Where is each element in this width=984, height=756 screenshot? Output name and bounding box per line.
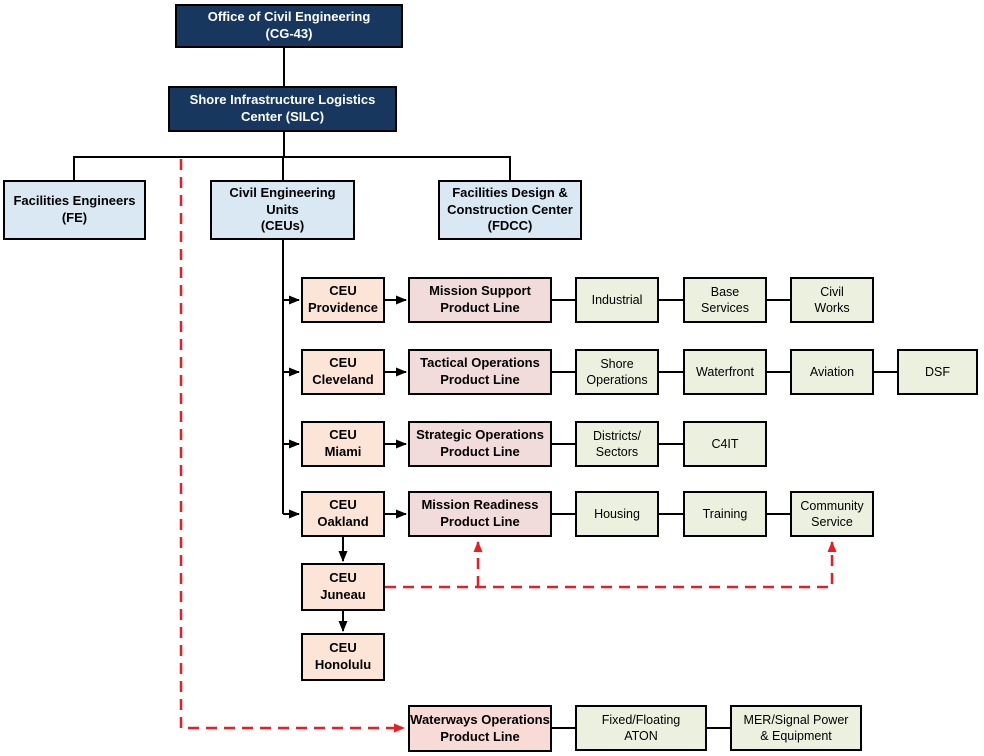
node-aviation: Aviation <box>790 349 874 395</box>
node-ceu-cleveland: CEU Cleveland <box>301 349 385 395</box>
node-facilities-engineers: Facilities Engineers (FE) <box>3 180 146 240</box>
node-mission-support-product-line: Mission Support Product Line <box>408 277 552 323</box>
node-strategic-operations-product-line: Strategic Operations Product Line <box>408 421 552 467</box>
node-waterways-operations-product-line: Waterways Operations Product Line <box>408 705 552 752</box>
node-fixed-floating-aton: Fixed/Floating ATON <box>575 705 707 751</box>
node-base-services: Base Services <box>683 277 767 323</box>
node-community-service: Community Service <box>790 491 874 537</box>
node-housing: Housing <box>575 491 659 537</box>
node-districts-sectors: Districts/ Sectors <box>575 421 659 467</box>
node-waterfront: Waterfront <box>683 349 767 395</box>
node-civil-engineering-units: Civil Engineering Units (CEUs) <box>210 180 355 240</box>
black-connectors <box>73 48 897 729</box>
node-civil-works: Civil Works <box>790 277 874 323</box>
node-silc: Shore Infrastructure Logistics Center (S… <box>168 86 397 132</box>
node-office-of-civil-engineering: Office of Civil Engineering (CG-43) <box>175 4 403 48</box>
node-ceu-oakland: CEU Oakland <box>301 491 385 537</box>
node-mission-readiness-product-line: Mission Readiness Product Line <box>408 491 552 537</box>
node-ceu-juneau: CEU Juneau <box>301 563 385 611</box>
node-shore-operations: Shore Operations <box>575 349 659 395</box>
node-ceu-miami: CEU Miami <box>301 421 385 467</box>
node-tactical-operations-product-line: Tactical Operations Product Line <box>408 349 552 395</box>
red-dashed-connectors <box>179 159 837 733</box>
node-mer-signal-power: MER/Signal Power & Equipment <box>730 705 862 751</box>
node-dsf: DSF <box>897 349 978 395</box>
node-ceu-providence: CEU Providence <box>301 277 385 323</box>
node-industrial: Industrial <box>575 277 659 323</box>
node-c4it: C4IT <box>683 421 767 467</box>
node-fdcc: Facilities Design & Construction Center … <box>438 180 582 240</box>
node-training: Training <box>683 491 767 537</box>
node-ceu-honolulu: CEU Honolulu <box>301 633 385 681</box>
